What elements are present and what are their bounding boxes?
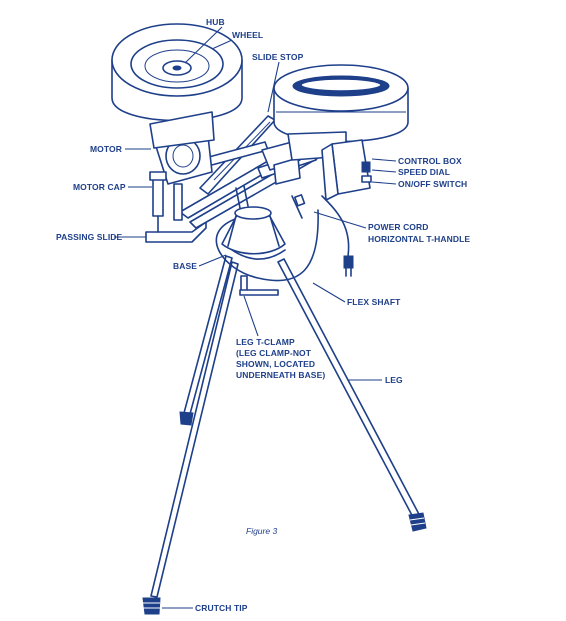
label-leg: LEG (385, 375, 403, 385)
label-leg-t-clamp-1: LEG T-CLAMP (236, 337, 295, 347)
wheel-left (111, 23, 243, 149)
label-control-box: CONTROL BOX (398, 156, 462, 166)
label-hub: HUB (206, 17, 225, 27)
label-leg-t-clamp-2: (LEG CLAMP-NOT (236, 348, 312, 358)
label-motor-cap: MOTOR CAP (73, 182, 126, 192)
leg-t-clamp (239, 275, 279, 296)
label-flex-shaft: FLEX SHAFT (347, 297, 401, 307)
label-power-cord: POWER CORD (368, 222, 429, 232)
label-motor: MOTOR (90, 144, 122, 154)
label-passing-slide: PASSING SLIDE (56, 232, 123, 242)
label-slide-stop: SLIDE STOP (252, 52, 304, 62)
speed-dial-icon (361, 161, 371, 173)
wheel-right (273, 64, 409, 161)
control-box (321, 139, 372, 201)
label-speed-dial: SPEED DIAL (398, 167, 450, 177)
base (221, 206, 286, 255)
label-leg-t-clamp-4: UNDERNEATH BASE) (236, 370, 325, 380)
crutch-tip (142, 597, 161, 615)
label-on-off-switch: ON/OFF SWITCH (398, 179, 467, 189)
motor (149, 117, 213, 233)
switch-icon (361, 175, 372, 183)
figure-caption: Figure 3 (246, 526, 277, 536)
label-wheel: WHEEL (232, 30, 263, 40)
label-crutch-tip: CRUTCH TIP (195, 603, 248, 613)
leader-lines (114, 26, 397, 609)
label-horizontal-t-handle: HORIZONTAL T-HANDLE (368, 234, 470, 244)
label-leg-t-clamp-3: SHOWN, LOCATED (236, 359, 315, 369)
label-base: BASE (173, 261, 197, 271)
part-labels: HUB WHEEL SLIDE STOP MOTOR CONTROL BOX S… (56, 17, 470, 613)
legs (142, 249, 427, 615)
